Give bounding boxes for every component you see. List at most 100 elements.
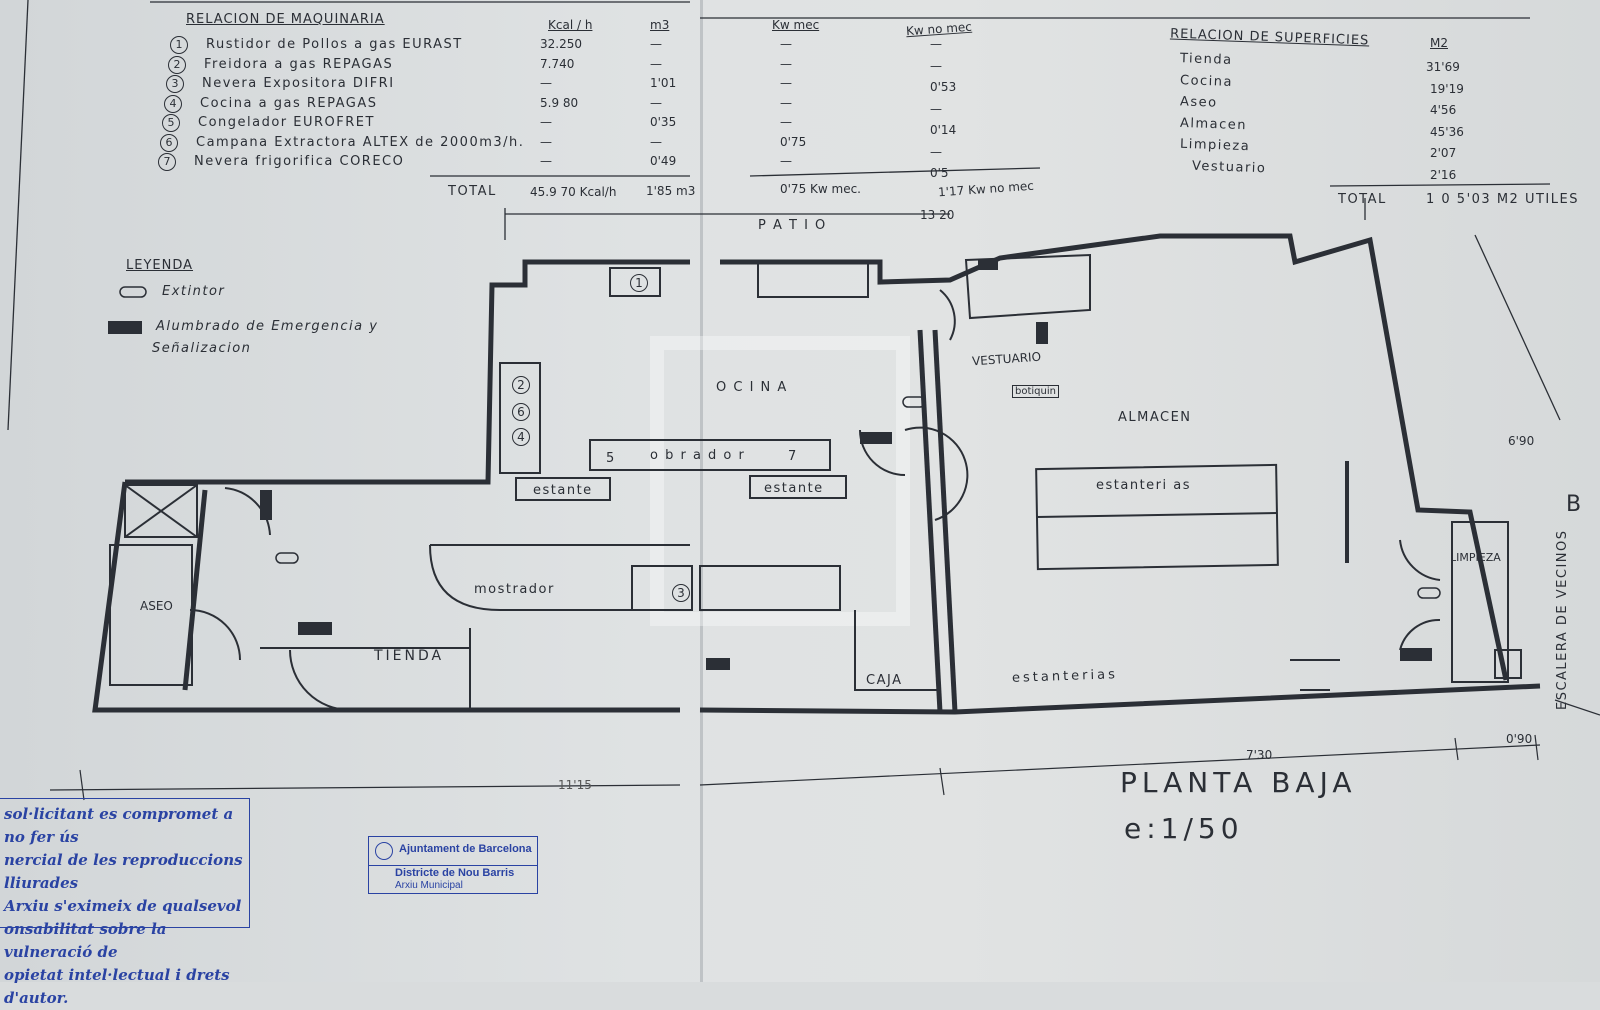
room-mostrador: mostrador: [474, 582, 555, 597]
machine-kw-mec: —: [780, 56, 792, 71]
dim-1320: 13 20: [920, 208, 955, 222]
surface-name: Tienda: [1179, 51, 1233, 68]
machine-name: Freidora a gas REPAGAS: [204, 56, 394, 72]
machine-kcal: —: [540, 76, 552, 90]
machine-mark-3: 3: [672, 584, 690, 602]
machine-kw-no-mec: 0'5: [930, 166, 949, 180]
machine-number: 7: [158, 153, 176, 171]
machinery-total-kw-mec: 0'75 Kw mec.: [780, 182, 861, 196]
machine-number: 5: [162, 114, 180, 132]
estanterias-1: estanteri as: [1096, 478, 1191, 493]
room-patio: P A T I O: [758, 218, 827, 233]
m3-header: m3: [650, 18, 670, 32]
machinery-total-kcal: 45.9 70 Kcal/h: [530, 185, 617, 199]
stamp-line: onsabilitat sobre la vulneració de: [4, 920, 167, 961]
surfaces-unit: M2: [1430, 36, 1448, 50]
paper-fold: [700, 0, 703, 982]
kcal-header: Kcal / h: [548, 18, 593, 32]
machine-kw-mec: —: [780, 95, 792, 110]
machine-kw-no-mec: 0'14: [930, 123, 957, 137]
estante-1: estante: [533, 483, 593, 498]
stamp-line: sol·licitant es compromet a no fer ús: [4, 805, 234, 846]
machine-kw-mec: —: [780, 37, 792, 51]
machine-mark-7: 7: [788, 449, 798, 464]
machinery-total-m3: 1'85 m3: [646, 184, 696, 198]
machine-number: 4: [164, 94, 182, 113]
surface-name: Aseo: [1179, 94, 1218, 111]
machine-m3: —: [650, 56, 662, 71]
machine-kcal: —: [540, 134, 552, 149]
legend-extintor: Extintor: [162, 284, 226, 299]
machine-kw-no-mec: 0'53: [930, 80, 957, 94]
surface-value: 2'16: [1430, 167, 1457, 182]
estante-2: estante: [764, 481, 824, 496]
machine-kw-no-mec: —: [930, 37, 942, 51]
stamp-header: [369, 837, 537, 866]
machine-kw-mec: 0'75: [780, 134, 807, 149]
machine-kw-mec: —: [780, 76, 792, 90]
machine-m3: —: [650, 95, 662, 110]
stamp-line: opietat intel·lectual i drets d'autor.: [4, 966, 230, 1007]
legend-senalizacion: Señalizacion: [152, 341, 252, 356]
surfaces-total-label: TOTAL: [1338, 192, 1387, 207]
machine-name: Campana Extractora ALTEX de 2000m3/h.: [196, 134, 525, 150]
room-caja: CAJA: [866, 673, 903, 688]
stamp-arxiu: Arxiu Municipal: [395, 880, 463, 891]
escalera-vecinos: ESCALERA DE VECINOS: [1555, 529, 1570, 710]
dim-730: 7'30: [1246, 748, 1273, 762]
machine-m3: 1'01: [650, 76, 677, 90]
watermark: [650, 336, 910, 626]
surface-name: Cocina: [1179, 72, 1234, 90]
machine-name: Cocina a gas REPAGAS: [200, 95, 378, 111]
dim-690: 6'90: [1508, 434, 1535, 448]
surface-value: 4'56: [1430, 103, 1457, 117]
surface-name: Vestuario: [1191, 158, 1267, 176]
surface-name: Limpieza: [1179, 136, 1251, 155]
machine-mark-5: 5: [606, 451, 616, 466]
surface-value: 31'69: [1426, 60, 1460, 74]
stamp-line: nercial de les reproduccions lliurades: [4, 851, 243, 892]
machine-number: 1: [170, 36, 188, 54]
machine-kcal: —: [540, 115, 552, 129]
room-cocina: O C I N A: [716, 380, 788, 395]
machine-kw-no-mec: —: [930, 58, 942, 73]
machine-kcal: —: [540, 154, 552, 168]
room-almacen: ALMACEN: [1118, 410, 1192, 425]
surface-name: Almacen: [1179, 115, 1248, 133]
kw-mec-header: Kw mec: [772, 18, 820, 32]
surface-value: 45'36: [1430, 124, 1464, 139]
dim-1115: 11'15: [558, 778, 592, 792]
machine-name: Congelador EUROFRET: [198, 115, 375, 130]
surface-value: 19'19: [1430, 81, 1464, 96]
machine-mark-4: 4: [512, 428, 530, 446]
machine-number: 2: [168, 55, 186, 74]
plan-scale: e:1/50: [1124, 812, 1244, 845]
surface-value: 2'07: [1430, 146, 1457, 160]
machine-kw-mec: —: [780, 154, 792, 168]
machine-name: Nevera Expositora DIFRI: [202, 76, 395, 91]
room-aseo: ASEO: [140, 599, 173, 613]
surfaces-total-value: 1 0 5'03 M2 UTILES: [1426, 192, 1579, 207]
machine-m3: 0'49: [650, 154, 677, 168]
machine-kcal: 5.9 80: [540, 95, 579, 110]
ajuntament-logo-icon: [375, 842, 393, 860]
dim-090: 0'90: [1506, 732, 1533, 746]
archive-disclaimer-stamp: sol·licitant es compromet a no fer ús ne…: [0, 798, 250, 1007]
machine-kw-no-mec: —: [930, 144, 942, 159]
stamp-districte: Districte de Nou Barris: [395, 867, 515, 879]
machinery-title: RELACION DE MAQUINARIA: [186, 12, 385, 27]
machine-kw-no-mec: —: [930, 101, 942, 116]
legend-alumbrado: Alumbrado de Emergencia y: [156, 319, 379, 334]
machine-m3: 0'35: [650, 115, 677, 129]
room-obrador: o b r a d o r: [650, 448, 746, 463]
botiquin-box: botiquin: [1012, 385, 1059, 398]
stamp-line: Arxiu s'eximeix de qualsevol: [4, 897, 242, 915]
section-marker-b: B: [1566, 492, 1582, 517]
ajuntament-stamp: Ajuntament de Barcelona Districte de Nou…: [368, 836, 538, 894]
machine-m3: —: [650, 134, 662, 149]
legend-title: LEYENDA: [126, 258, 194, 273]
plan-title: PLANTA BAJA: [1120, 766, 1357, 799]
room-tienda: TIENDA: [374, 648, 445, 664]
machine-number: 6: [160, 133, 178, 152]
machine-m3: —: [650, 37, 662, 51]
